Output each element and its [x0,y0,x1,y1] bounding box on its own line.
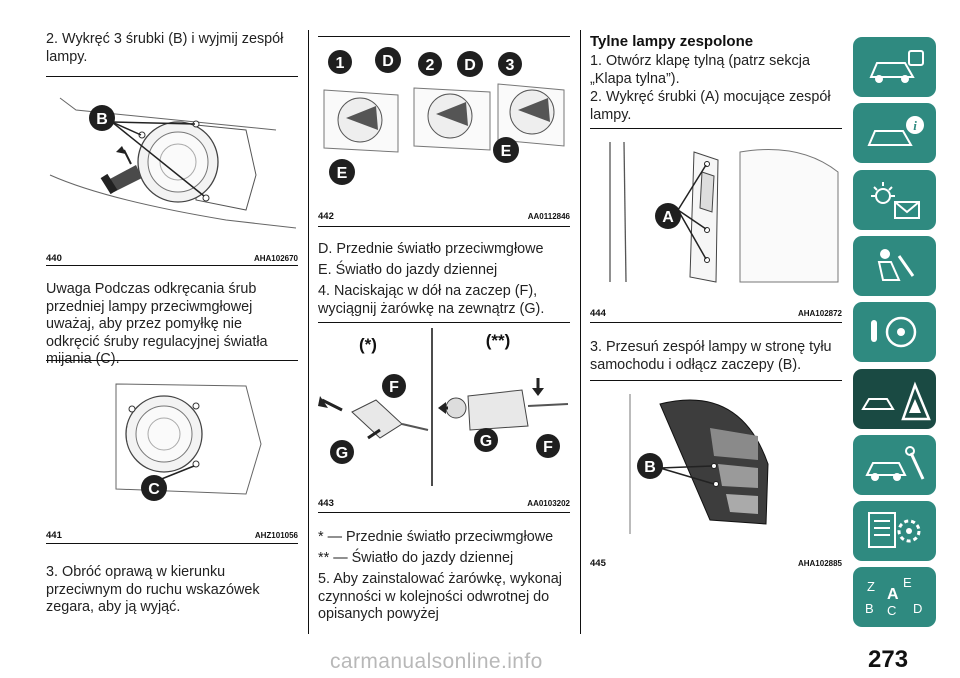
note-star-text: * — Przednie światło przeciwmgłowe [318,529,554,545]
emergency-warning-icon [861,381,931,421]
label-double-star: (**) [486,331,511,350]
callout-d: D [382,53,394,70]
lights-message-icon [871,182,920,219]
sidebar-tab-lights[interactable] [853,170,936,230]
figure-code: AHA102872 [797,309,842,318]
step-3-text: 3. Obróć oprawą w kierunku przeciwnym do… [46,564,260,615]
svg-text:A: A [887,586,899,603]
step-1-text: 1. Otwórz klapę tylną (patrz sekcja „Kla… [590,53,810,87]
svg-text:D: D [913,601,922,616]
figure-number: 442 [318,211,334,222]
column-separator [308,30,309,634]
airbag-safety-icon [877,249,915,281]
figure-top-rule [590,380,842,381]
figure-bottom-rule [318,226,570,227]
callout-b: B [96,111,108,128]
index-abc-icon: Z E B C D A [865,575,922,618]
car-info-icon [869,50,924,83]
figure-number: 441 [46,530,62,541]
figure-bottom-rule [46,265,298,266]
dashboard-info-icon: i [867,116,924,146]
figure-top-rule [46,76,298,77]
figure-code: AA0112846 [527,212,570,221]
callout-2: 2 [426,57,435,74]
figure-code: AHZ101056 [254,531,298,540]
figure-number: 445 [590,558,606,569]
callout-e: E [501,143,512,160]
sidebar-tab-starting[interactable] [853,302,936,362]
step-5-text: 5. Aby zainstalować żarówkę, wykonaj czy… [318,571,562,622]
callout-f: F [543,439,553,456]
sidebar-tab-car-info[interactable] [853,37,936,97]
maintenance-icon [865,446,925,481]
figure-number: 443 [318,498,334,509]
page-number: 273 [868,646,909,673]
svg-text:C: C [887,603,896,618]
figure-441: C [46,364,298,514]
item-e-text: E. Światło do jazdy dziennej [318,262,498,278]
svg-text:Z: Z [867,579,875,594]
svg-text:E: E [903,575,912,590]
column-separator [580,30,581,634]
figure-445: B [590,384,842,544]
callout-c: C [148,481,160,498]
figure-440: B [46,80,298,240]
figure-bottom-rule [318,512,570,513]
step-2-text: 2. Wykręć śrubki (A) mocujące zespół lam… [590,89,831,123]
figure-code: AHA102885 [797,559,842,568]
callout-b: B [644,459,656,476]
technical-data-icon [868,512,921,548]
section-heading: Tylne lampy zespolone [590,33,754,50]
figure-bottom-rule [46,543,298,544]
sidebar-tab-index[interactable]: Z E B C D A [853,567,936,627]
figure-number: 440 [46,253,62,264]
callout-f: F [389,379,399,396]
watermark-text: carmanualsonline.info [330,650,543,673]
sidebar-tab-maintenance[interactable] [853,435,936,495]
figure-top-rule [318,36,570,37]
note-double-star-text: ** — Światło do jazdy dziennej [318,550,514,566]
figure-top-rule [590,128,842,129]
figure-442: 1 D 2 D 3 E E [318,40,570,190]
callout-e: E [337,165,348,182]
callout-g: G [480,433,492,450]
sidebar-tab-safety[interactable] [853,236,936,296]
figure-top-rule [46,360,298,361]
figure-444: A [590,132,842,292]
step-2-text: 2. Wykręć 3 śrubki (B) i wyjmij zespół l… [46,31,284,65]
callout-a: A [662,209,674,226]
item-d-text: D. Przednie światło przeciwmgłowe [318,241,544,257]
svg-text:B: B [865,601,874,616]
figure-top-rule [318,322,570,323]
sidebar-tab-emergency[interactable] [853,369,936,429]
figure-number: 444 [590,308,606,319]
callout-1: 1 [336,55,345,72]
figure-code: AA0103202 [527,499,570,508]
label-star: (*) [359,335,377,354]
callout-d: D [464,57,476,74]
warning-text: Uwaga Podczas odkręcania śrub przedniej … [46,281,268,367]
step-4-text: 4. Naciskając w dół na zaczep (F), wycią… [318,283,545,317]
figure-443: (*) (**) F G G F [318,326,570,486]
figure-code: AHA102670 [253,254,298,263]
svg-text:i: i [913,118,917,133]
steering-start-icon [871,316,917,348]
sidebar-tab-dashboard[interactable]: i [853,103,936,163]
callout-g: G [336,445,348,462]
step-3-text: 3. Przesuń zespół lampy w stronę tyłu sa… [590,339,832,373]
sidebar-tab-technical-data[interactable] [853,501,936,561]
figure-bottom-rule [590,322,842,323]
callout-3: 3 [506,57,515,74]
